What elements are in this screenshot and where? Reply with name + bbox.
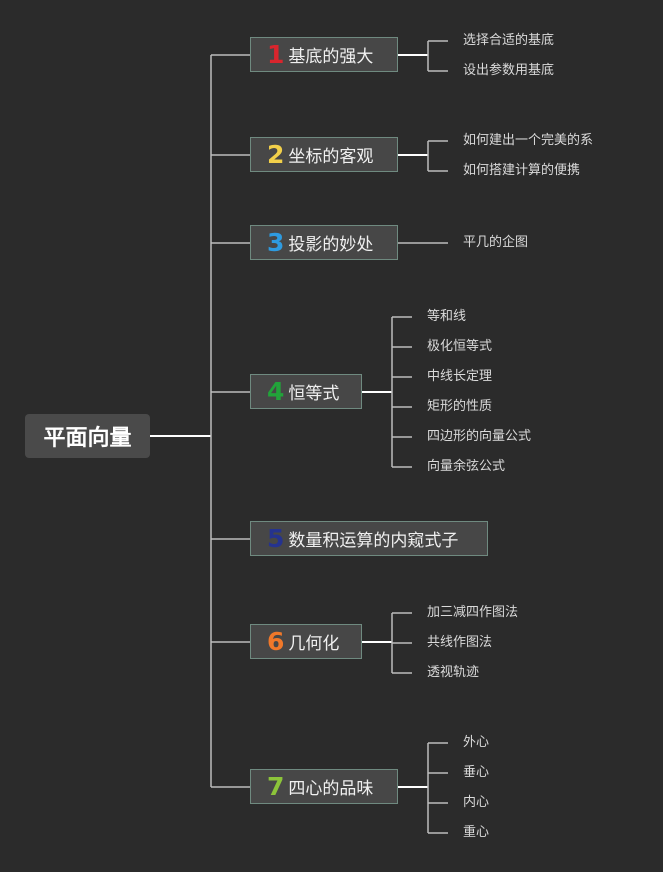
branch-number: 3 bbox=[267, 228, 285, 257]
branch-number: 1 bbox=[267, 40, 285, 69]
root-label: 平面向量 bbox=[43, 426, 132, 451]
leaf-item[interactable]: 向量余弦公式 bbox=[427, 459, 506, 474]
branch-label: 基底的强大 bbox=[288, 47, 374, 67]
leaf-item[interactable]: 选择合适的基底 bbox=[463, 33, 555, 48]
branch-node-4[interactable]: 4 恒等式 bbox=[250, 374, 362, 409]
branch-node-3[interactable]: 3 投影的妙处 bbox=[250, 225, 398, 260]
branch-label: 几何化 bbox=[288, 634, 340, 654]
leaf-item[interactable]: 极化恒等式 bbox=[427, 339, 493, 354]
branch-node-2[interactable]: 2 坐标的客观 bbox=[250, 137, 398, 172]
branch-number: 7 bbox=[267, 772, 285, 801]
leaf-item[interactable]: 重心 bbox=[463, 825, 490, 840]
root-node[interactable]: 平面向量 bbox=[25, 414, 150, 458]
branch-label: 四心的品味 bbox=[288, 779, 374, 799]
branch-label: 数量积运算的内窥式子 bbox=[288, 531, 459, 551]
branch-node-5[interactable]: 5 数量积运算的内窥式子 bbox=[250, 521, 488, 556]
leaf-item[interactable]: 共线作图法 bbox=[427, 635, 493, 650]
branch-number: 6 bbox=[267, 627, 285, 656]
leaf-item[interactable]: 四边形的向量公式 bbox=[427, 429, 532, 444]
leaf-item[interactable]: 矩形的性质 bbox=[427, 399, 493, 414]
branch-label: 投影的妙处 bbox=[288, 235, 374, 255]
leaf-item[interactable]: 如何建出一个完美的系 bbox=[463, 133, 594, 148]
branch-number: 4 bbox=[267, 377, 285, 406]
leaf-item[interactable]: 等和线 bbox=[427, 309, 467, 324]
branch-node-6[interactable]: 6 几何化 bbox=[250, 624, 362, 659]
branch-label: 恒等式 bbox=[288, 384, 340, 404]
branch-node-7[interactable]: 7 四心的品味 bbox=[250, 769, 398, 804]
branch-number: 5 bbox=[267, 524, 285, 553]
leaf-item[interactable]: 透视轨迹 bbox=[427, 665, 480, 680]
leaf-item[interactable]: 如何搭建计算的便携 bbox=[463, 163, 581, 178]
branch-node-1[interactable]: 1 基底的强大 bbox=[250, 37, 398, 72]
leaf-item[interactable]: 加三减四作图法 bbox=[427, 605, 519, 620]
branch-number: 2 bbox=[267, 140, 285, 169]
leaf-item[interactable]: 内心 bbox=[463, 795, 490, 810]
leaf-item[interactable]: 垂心 bbox=[463, 765, 490, 780]
leaf-item[interactable]: 设出参数用基底 bbox=[463, 63, 555, 78]
leaf-item[interactable]: 平几的企图 bbox=[463, 235, 529, 250]
leaf-item[interactable]: 中线长定理 bbox=[427, 369, 493, 384]
branch-label: 坐标的客观 bbox=[288, 147, 374, 167]
leaf-item[interactable]: 外心 bbox=[463, 735, 490, 750]
